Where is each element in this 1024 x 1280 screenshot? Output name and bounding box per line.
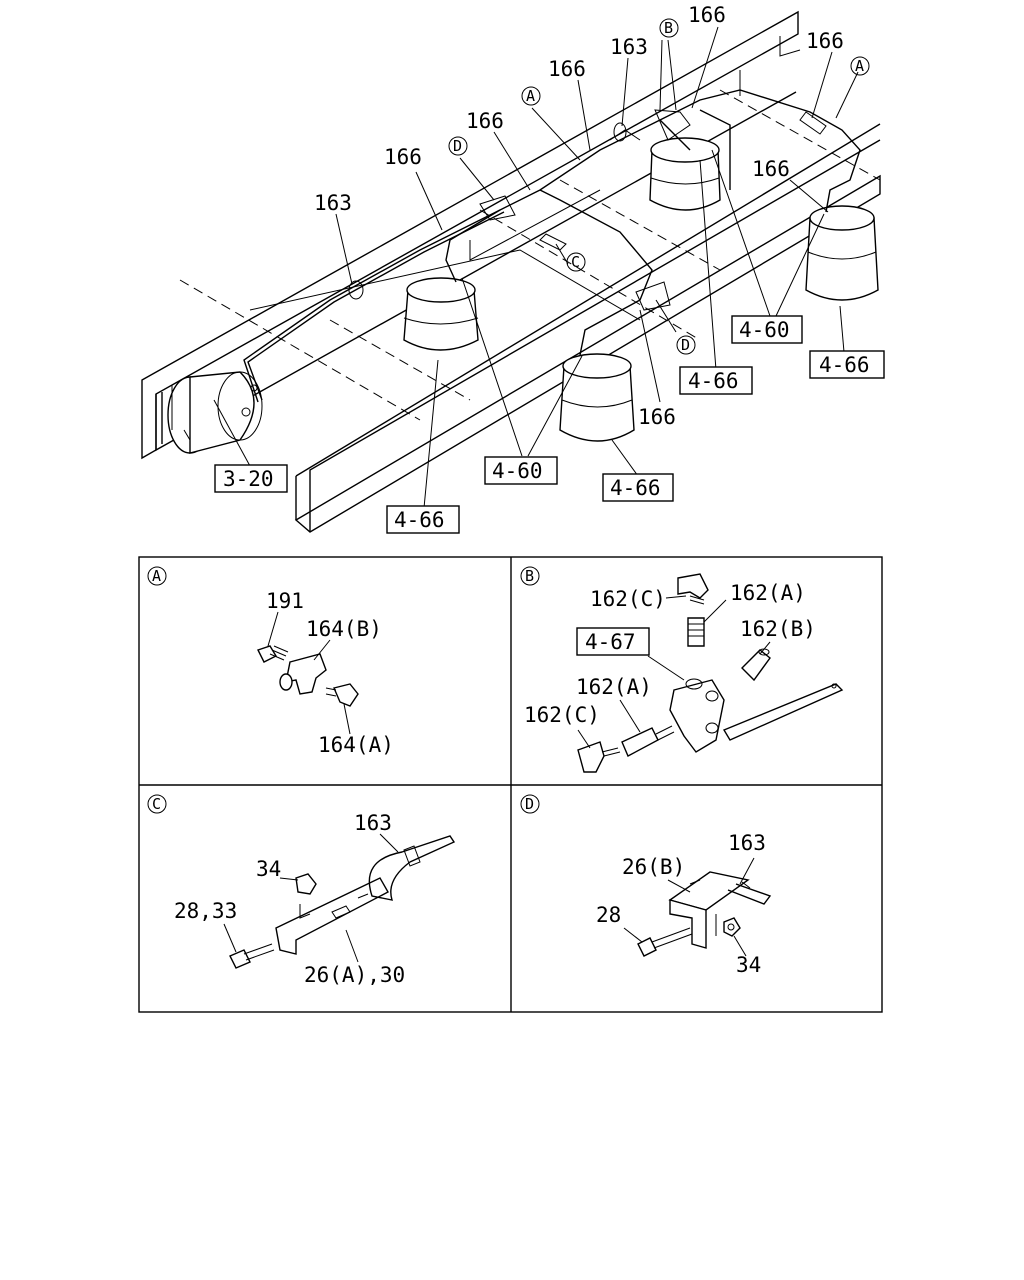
air-spring-2 [559, 353, 635, 442]
svg-text:4-66: 4-66 [819, 353, 870, 377]
nipple-162a-top [687, 599, 727, 647]
detail-marker-c: C [147, 794, 167, 814]
marker-a: A [850, 56, 870, 76]
callout-166: 166 [806, 29, 844, 53]
svg-text:4-66: 4-66 [688, 369, 739, 393]
connector-162b [741, 641, 771, 682]
clip-163 [727, 857, 772, 905]
label-162a: 162(A) [730, 581, 806, 605]
air-spring-4 [805, 205, 879, 301]
label-162c: 162(C) [524, 703, 600, 727]
callout-166: 166 [548, 57, 586, 81]
elbow-162c-top [665, 573, 709, 605]
svg-text:4-66: 4-66 [394, 508, 445, 532]
nut-34 [279, 873, 317, 895]
callouts: 166 166 163 166 166 166 163 166 166 B A … [214, 3, 885, 534]
leader-26b [667, 879, 691, 893]
leveling-valve-body [647, 655, 844, 753]
svg-text:4-60: 4-60 [739, 318, 790, 342]
svg-text:C: C [571, 253, 580, 271]
main-assembly-view: 166 166 163 166 166 166 163 166 166 B A … [141, 3, 885, 534]
bolt-28 [223, 923, 275, 969]
callout-166: 166 [638, 405, 676, 429]
callout-163: 163 [610, 35, 648, 59]
air-tank [167, 371, 263, 454]
svg-text:A: A [855, 57, 864, 75]
callout-166: 166 [688, 3, 726, 27]
label-162b: 162(B) [740, 617, 816, 641]
ref-box-4-60: 4-60 [484, 456, 558, 485]
label-26a-30: 26(A),30 [304, 963, 405, 987]
ref-box-4-60: 4-60 [731, 315, 803, 344]
clip-163 [368, 833, 456, 901]
label-34: 34 [736, 953, 761, 977]
chassis-frame [141, 10, 881, 533]
callout-163: 163 [314, 191, 352, 215]
svg-text:4-67: 4-67 [585, 630, 636, 654]
marker-a: A [521, 86, 541, 106]
svg-text:B: B [664, 19, 673, 37]
detail-d-panel: D 163 26(B) 28 34 [520, 794, 772, 977]
air-piping [243, 89, 861, 403]
marker-d: D [676, 335, 696, 355]
svg-text:A: A [152, 567, 161, 585]
ref-box-4-67: 4-67 [576, 627, 650, 656]
svg-text:A: A [526, 87, 535, 105]
callout-166: 166 [466, 109, 504, 133]
bolt-191 [257, 611, 289, 663]
air-spring-bags [403, 137, 879, 442]
svg-text:4-60: 4-60 [492, 459, 543, 483]
ref-box-4-66: 4-66 [386, 505, 460, 534]
label-162c: 162(C) [590, 587, 666, 611]
label-191: 191 [266, 589, 304, 613]
svg-text:D: D [525, 795, 534, 813]
detail-marker-b: B [520, 566, 540, 586]
label-164a: 164(A) [318, 733, 394, 757]
bracket-26a [275, 877, 389, 955]
air-spring-3 [649, 137, 721, 211]
label-28-33: 28,33 [174, 899, 237, 923]
callout-166: 166 [384, 145, 422, 169]
bolt-28 [623, 927, 693, 957]
svg-text:4-66: 4-66 [610, 476, 661, 500]
bracket-26b [668, 871, 750, 949]
label-162a: 162(A) [576, 675, 652, 699]
elbow-fitting-164a [325, 683, 359, 735]
detail-a-panel: A 191 164(B) 164(A) [147, 566, 394, 757]
nut-34 [723, 917, 747, 957]
svg-text:D: D [453, 137, 462, 155]
leader-lines [213, 26, 859, 509]
label-163: 163 [354, 811, 392, 835]
callout-166: 166 [752, 157, 790, 181]
label-34: 34 [256, 857, 281, 881]
svg-text:3-20: 3-20 [223, 467, 274, 491]
leader-26a [345, 929, 359, 963]
label-163: 163 [728, 831, 766, 855]
ref-box-4-66: 4-66 [602, 473, 674, 502]
label-28: 28 [596, 903, 621, 927]
air-spring-1 [403, 277, 479, 351]
tee-fitting-164b [279, 639, 331, 695]
detail-b-panel: B 162(C) 162(A) 4-67 162(B) 162(A) 162(C… [520, 566, 844, 773]
label-26b: 26(B) [622, 855, 685, 879]
marker-b: B [659, 18, 679, 38]
ref-box-4-66: 4-66 [679, 366, 753, 395]
detail-c-panel: C 163 34 28,33 26(A),30 [147, 794, 456, 987]
ref-box-4-66: 4-66 [809, 350, 885, 379]
detail-marker-a: A [147, 566, 167, 586]
label-164b: 164(B) [306, 617, 382, 641]
marker-c: C [566, 252, 586, 272]
svg-text:C: C [152, 795, 161, 813]
elbow-162c-left [577, 729, 621, 773]
svg-text:B: B [525, 567, 534, 585]
marker-d: D [448, 136, 468, 156]
nipple-162a-side [619, 699, 675, 757]
ref-box-3-20: 3-20 [214, 464, 288, 493]
detail-grid [138, 556, 883, 1013]
detail-marker-d: D [520, 794, 540, 814]
svg-text:D: D [681, 336, 690, 354]
